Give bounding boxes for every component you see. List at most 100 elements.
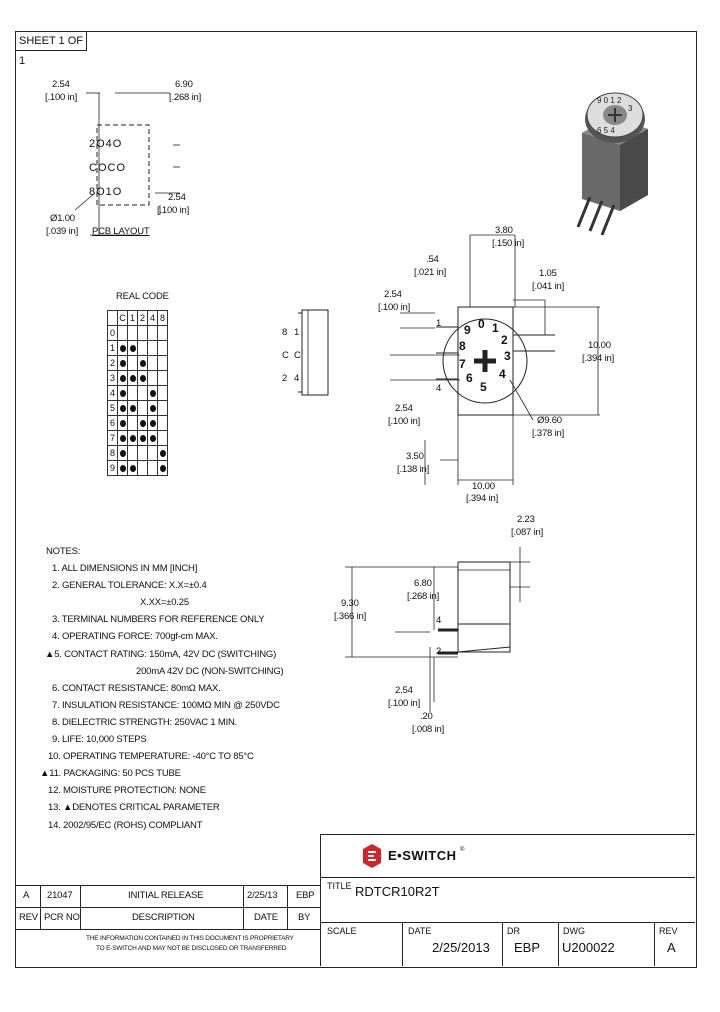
real-code-cell [127,445,138,461]
note-item: ▲5. CONTACT RATING: 150mA, 42V DC (SWITC… [45,648,277,660]
dim-dia-9-60: Ø9.60 [537,415,562,426]
side-pin-right-3: 4 [294,373,300,384]
real-code-cell [147,385,158,401]
real-code-cell [127,370,138,386]
product-3d-view: 9 0 1 2 3 6 5 4 [570,75,680,245]
real-code-cell [147,340,158,356]
rev-header-by: BY [298,912,311,923]
dim-10-00-h-in: [.394 in] [466,493,499,504]
dial-digit-8: 8 [459,339,466,353]
contact-dot-icon [129,465,136,473]
note-item: 13. ▲DENOTES CRITICAL PARAMETER [48,802,220,814]
svg-text:3: 3 [628,104,633,113]
rev-header-desc: DESCRIPTION [132,912,195,923]
real-code-cell [137,370,148,386]
dwg-value: U200022 [562,940,615,955]
real-code-cell [147,445,158,461]
contact-dot-icon [119,345,126,353]
eswitch-logo-text: E•SWITCH [388,848,457,863]
dim-2-23-in: [.087 in] [511,527,544,538]
scale-label: SCALE [327,926,357,936]
side-view: 2.23 [.087 in] 6.80 [.268 in] 9.30 [.366… [330,512,550,742]
dial-digit-9: 9 [464,323,471,337]
rev-table-mid-rule [15,907,320,909]
real-code-row: 2 [107,355,168,371]
real-code-cell [117,415,128,431]
dim-1-05-in: [.041 in] [532,281,565,292]
dim-6-80-in: [.268 in] [407,591,440,602]
dim-10-00-v: 10.00 [588,340,611,351]
dim-2-54-b: 2.54 [395,403,413,414]
pcb-row-3: 8O1O [89,186,123,198]
real-code-header-cell: 8 [157,310,168,326]
note-item: 9. LIFE: 10,000 STEPS [52,734,147,746]
drawn-by-label: DR [507,926,520,936]
pcb-dim-right: 6.90 [175,79,193,90]
logo-rule [320,877,695,879]
note-item: 7. INSULATION RESISTANCE: 100MΩ MIN @ 25… [52,699,280,711]
contact-dot-icon [119,465,126,473]
real-code-cell [147,370,158,386]
side-pin-view: 8 C 2 1 C 4 [280,305,340,400]
contact-dot-icon [129,375,136,383]
dim-2-54-b-in: [.100 in] [388,416,421,427]
real-code-cell [117,355,128,371]
date-value: 2/25/2013 [432,940,490,955]
real-code-row: 6 [107,415,168,431]
pcb-layout-label: PCB LAYOUT [92,226,150,237]
rev-entry-by: EBP [296,890,315,901]
product-image: 9 0 1 2 3 6 5 4 [576,92,648,236]
dim-3-50: 3.50 [406,451,424,462]
side-pin-2: 2 [436,646,442,657]
dial-digit-2: 2 [501,333,508,347]
real-code-cell [117,370,128,386]
real-code-cell [127,415,138,431]
contact-dot-icon [129,345,136,353]
rev-col-rule [80,885,82,929]
dim-10-00-v-in: [.394 in] [582,353,615,364]
part-number: RDTCR10R2T [355,884,440,899]
contact-dot-icon [119,420,126,428]
dim-0-54: .54 [426,254,439,265]
contact-dot-icon [149,420,156,428]
top-view: 3.80 [.150 in] .54 [.021 in] 2.54 [.100 … [370,225,614,505]
rev-entry-pcr: 21047 [47,890,73,901]
note-item: ▲11. PACKAGING: 50 PCS TUBE [40,768,181,780]
real-code-cell [127,400,138,416]
dim-2-54: 2.54 [395,685,413,696]
dim-3-80-in: [.150 in] [492,238,525,249]
dim-3-50-in: [.138 in] [397,464,430,475]
real-code-cell [137,460,148,476]
sheet-number: SHEET 1 OF 1 [15,31,87,67]
col-rule [654,922,656,966]
real-code-row: 4 [107,385,168,401]
note-item: 12. MOISTURE PROTECTION: NONE [48,785,206,797]
contact-dot-icon [119,405,126,413]
real-code-row-label: 6 [107,415,118,431]
contact-dot-icon [119,360,126,368]
real-code-row: 8 [107,445,168,461]
rev-table-bottom-rule [15,929,320,931]
side-pin-4: 4 [436,615,442,626]
real-code-row: 3 [107,370,168,386]
side-pin-right-2: C [294,350,301,361]
real-code-cell [127,460,138,476]
real-code-cell [137,445,148,461]
col-rule [502,922,504,966]
real-code-row-label: 3 [107,370,118,386]
real-code-cell [157,325,168,341]
disclaimer-line-1: THE INFORMATION CONTAINED IN THIS DOCUME… [86,935,294,942]
contact-dot-icon [149,390,156,398]
col-rule [402,922,404,966]
dim-2-23: 2.23 [517,514,535,525]
real-code-cell [137,385,148,401]
real-code-cell [147,430,158,446]
rev-entry-date: 2/25/13 [247,890,278,901]
dim-9-30-in: [.366 in] [334,611,367,622]
dial-digit-4: 4 [499,367,506,381]
real-code-row-label: 5 [107,400,118,416]
real-code-cell [117,460,128,476]
dial-digit-6: 6 [466,371,473,385]
